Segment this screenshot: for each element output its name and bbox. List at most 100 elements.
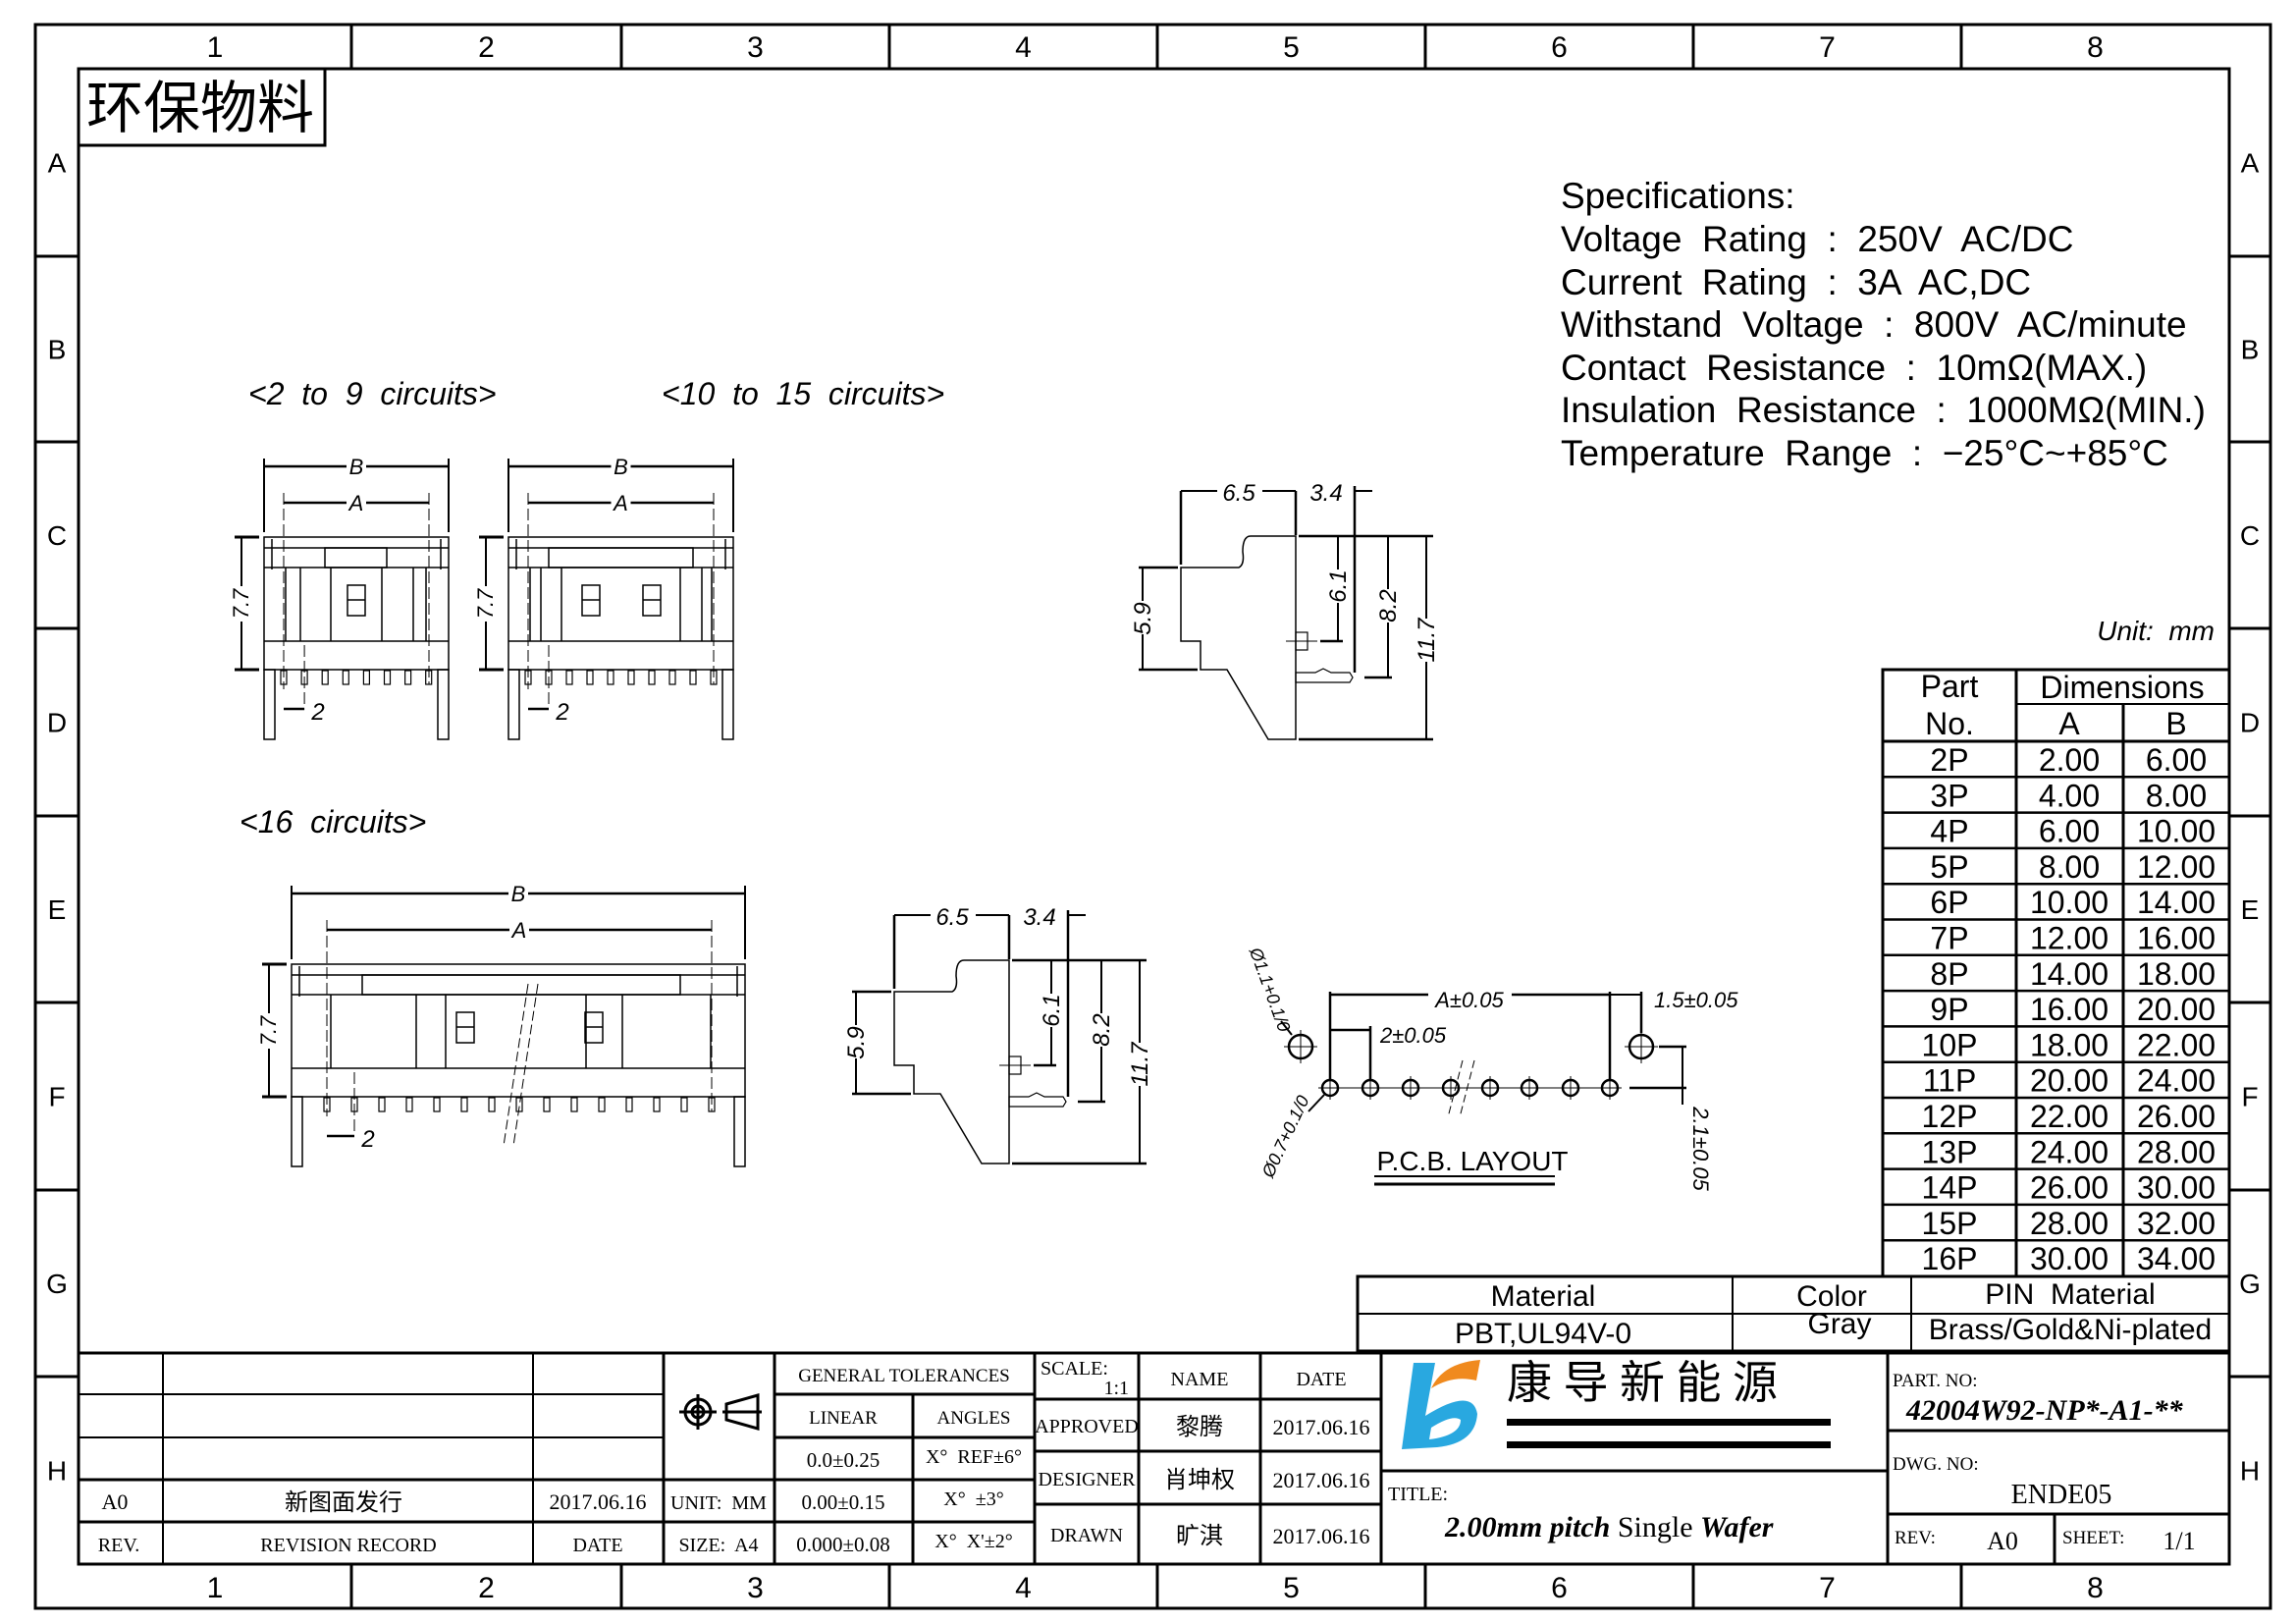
- zone-column-label: 2: [478, 31, 495, 64]
- dim-11-7-label: 11.7: [1127, 1041, 1153, 1087]
- zone-row-label: E: [2241, 894, 2260, 925]
- mounting-post: [263, 669, 276, 740]
- zone-row-label: F: [48, 1082, 65, 1112]
- mounting-post: [733, 1096, 746, 1167]
- dimension-a-cell: 4.00: [2039, 778, 2100, 813]
- material-label: Material: [1491, 1280, 1596, 1313]
- dimension-b-cell: 28.00: [2137, 1134, 2216, 1169]
- pin: [405, 1097, 413, 1112]
- dim-b-label: B: [614, 455, 628, 479]
- date-column-header: DATE: [1296, 1369, 1346, 1390]
- side-profile: [893, 959, 1010, 1164]
- pin: [627, 670, 635, 685]
- zone-column-label: 7: [1819, 1572, 1836, 1604]
- tolerance-linear-2: 0.00±0.15: [801, 1490, 884, 1514]
- dimension-b-cell: 20.00: [2137, 992, 2216, 1027]
- dim-pitch-label: 2: [555, 699, 568, 726]
- logo-blue-mark: [1402, 1363, 1477, 1449]
- pin: [362, 670, 370, 685]
- dim-11-7-label: 11.7: [1414, 617, 1440, 663]
- dimension-a-cell: 30.00: [2030, 1241, 2109, 1276]
- pin: [648, 670, 656, 685]
- tolerance-linear-1: 0.0±0.25: [807, 1448, 881, 1472]
- pin: [565, 670, 573, 685]
- zone-row-label: H: [2240, 1456, 2260, 1487]
- dim-height-label: 7.7: [229, 588, 253, 619]
- latch-block: [361, 974, 681, 996]
- pin: [378, 1097, 386, 1112]
- header-no: No.: [1925, 706, 1974, 741]
- dimension-b-cell: 22.00: [2137, 1027, 2216, 1062]
- dim-a-label: A: [612, 491, 628, 515]
- pin: [433, 1097, 441, 1112]
- pin: [488, 1097, 496, 1112]
- pin: [570, 1097, 578, 1112]
- name-header: NAME: [1171, 1369, 1229, 1390]
- header-b: B: [2165, 706, 2186, 741]
- color-value: Gray: [1807, 1308, 1871, 1340]
- unit-value: UNIT: MM: [670, 1492, 767, 1514]
- pin: [607, 670, 614, 685]
- title-label: TITLE:: [1388, 1484, 1448, 1505]
- dimension-b-cell: 18.00: [2137, 956, 2216, 992]
- date-header: DATE: [572, 1535, 622, 1556]
- pin-material-value: Brass/Gold&Ni-plated: [1929, 1314, 2212, 1346]
- label-bg: [1377, 589, 1399, 623]
- part-number-cell: 8P: [1930, 956, 1968, 992]
- pin: [404, 670, 412, 685]
- tolerance-angles-1: X° REF±6°: [926, 1446, 1022, 1468]
- rev-value: A0: [1987, 1527, 2018, 1555]
- zone-column-label: 4: [1015, 31, 1032, 64]
- header-dimensions: Dimensions: [2040, 670, 2204, 705]
- dimension-a-cell: 2.00: [2039, 742, 2100, 778]
- title-part-2: Single: [1618, 1511, 1693, 1543]
- dim-3-4-label: 3.4: [1309, 480, 1342, 507]
- zone-row-label: G: [2239, 1269, 2261, 1299]
- dimension-a-cell: 6.00: [2039, 814, 2100, 849]
- projection-symbol-icon: [679, 1393, 762, 1431]
- spec-heading: Specifications:: [1561, 176, 1795, 216]
- front-view-16-circuits: BA7.72: [256, 882, 746, 1167]
- pin: [680, 1097, 688, 1112]
- connector-body: [291, 963, 746, 1098]
- drawing-title: 2.00mm pitch Single Wafer: [1444, 1511, 1774, 1543]
- zone-row-label: C: [2240, 520, 2260, 551]
- zone-column-label: 5: [1283, 1572, 1300, 1604]
- spec-line: Insulation Resistance : 1000MΩ(MIN.): [1561, 390, 2206, 430]
- drawing-line: [512, 983, 539, 1147]
- tolerance-angles-2: X° ±3°: [943, 1489, 1003, 1510]
- specifications: Specifications: Voltage Rating : 250V AC…: [1561, 176, 2206, 473]
- zone-row-label: F: [2241, 1082, 2258, 1112]
- pin: [543, 1097, 551, 1112]
- rev-label: REV:: [1895, 1528, 1936, 1548]
- dim-6-1-label: 6.1: [1039, 994, 1065, 1026]
- part-number-cell: 7P: [1930, 921, 1968, 956]
- dimension-b-cell: 34.00: [2137, 1241, 2216, 1276]
- dimension-a-cell: 28.00: [2030, 1206, 2109, 1241]
- pcb-large-hole-label: Ø1.1+0.1/0: [1246, 945, 1295, 1035]
- pin: [342, 670, 349, 685]
- zone-row-label: B: [48, 335, 67, 365]
- dimension-a-cell: 8.00: [2039, 849, 2100, 885]
- dimension-b-cell: 24.00: [2137, 1063, 2216, 1099]
- dim-6-5-label: 6.5: [935, 904, 969, 931]
- zone-row-label: A: [48, 148, 67, 179]
- pin: [321, 670, 329, 685]
- pcb-layout-title: P.C.B. LAYOUT: [1376, 1146, 1568, 1176]
- part-number-cell: 5P: [1930, 849, 1968, 885]
- pin: [625, 1097, 633, 1112]
- pin: [689, 670, 697, 685]
- front-view-2-9-circuits: BA7.72: [229, 455, 450, 740]
- dimension-b-cell: 6.00: [2146, 742, 2207, 778]
- part-number-cell: 3P: [1930, 778, 1968, 813]
- dimension-b-cell: 10.00: [2137, 814, 2216, 849]
- dim-6-5-label: 6.5: [1222, 480, 1255, 507]
